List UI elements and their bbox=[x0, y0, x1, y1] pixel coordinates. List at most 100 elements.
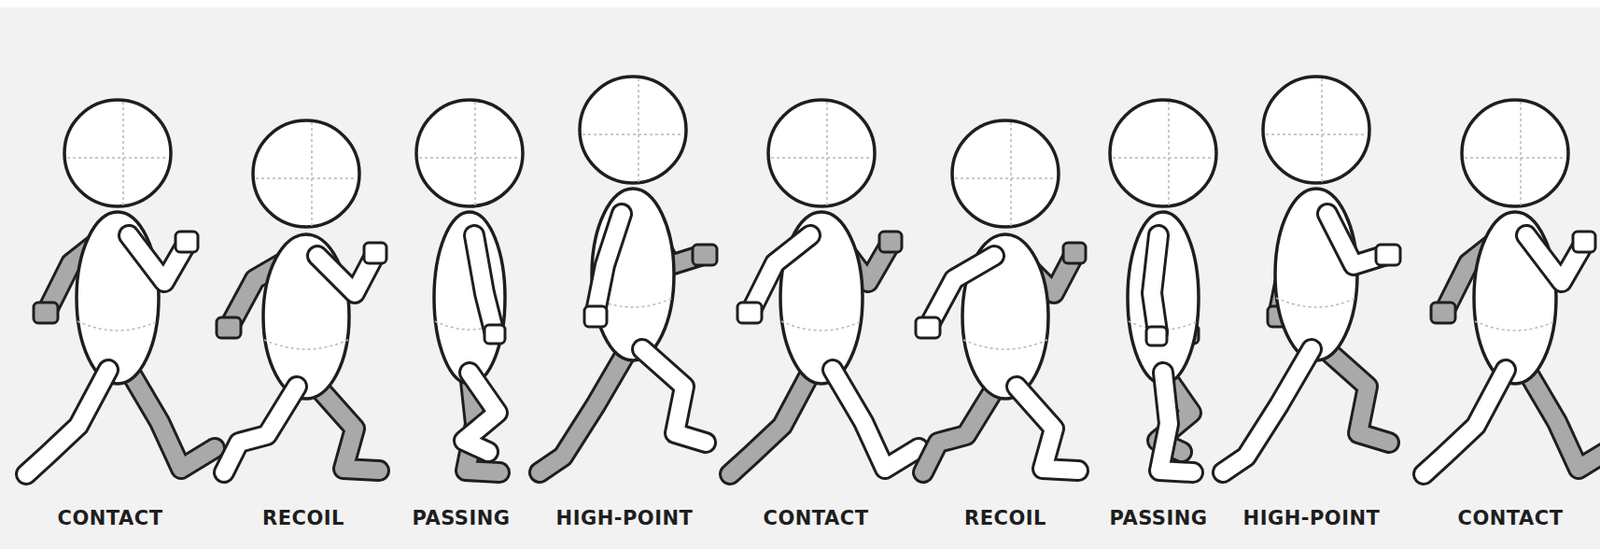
phase-label: CONTACT bbox=[21, 506, 199, 530]
walk-figure-part bbox=[224, 386, 297, 473]
walk-figure-part bbox=[1325, 349, 1390, 443]
walk-figure-part bbox=[1473, 211, 1557, 384]
walk-figure-part bbox=[729, 369, 813, 475]
walk-figure-part bbox=[539, 349, 629, 473]
walk-figure bbox=[216, 120, 387, 473]
walk-figure-part bbox=[77, 321, 158, 331]
walk-figure-part bbox=[317, 386, 379, 471]
walk-figure bbox=[1222, 76, 1401, 473]
walk-figure-part bbox=[1222, 349, 1312, 473]
walk-figure bbox=[26, 99, 215, 475]
walk-figure-part bbox=[954, 122, 1056, 226]
walk-figure-part bbox=[1109, 99, 1217, 207]
walk-figure-part bbox=[364, 242, 387, 264]
walk-figure-part bbox=[1423, 369, 1506, 475]
walk-figure-part bbox=[771, 101, 872, 206]
walk-figure-part bbox=[419, 101, 520, 206]
walk-figure bbox=[1423, 99, 1600, 475]
walk-figure-part bbox=[1222, 349, 1312, 473]
walk-figure-part bbox=[1265, 78, 1367, 183]
walk-figure-part bbox=[1431, 302, 1456, 323]
walk-figure-part bbox=[963, 339, 1048, 350]
walk-figure-part bbox=[33, 302, 58, 323]
walk-figure-part bbox=[1159, 372, 1193, 473]
walk-figure-part bbox=[642, 349, 706, 443]
walk-figure-part bbox=[216, 317, 241, 338]
walk-figure-part bbox=[539, 349, 629, 473]
walk-figure-part bbox=[434, 211, 506, 384]
walk-figure-part bbox=[1461, 99, 1569, 207]
walk-figure bbox=[915, 120, 1086, 473]
walk-figure-part bbox=[642, 349, 706, 443]
backdrop bbox=[0, 7, 1600, 549]
walk-figure bbox=[729, 99, 919, 475]
walk-figure-part bbox=[1325, 349, 1390, 443]
walk-figure-part bbox=[750, 235, 811, 312]
walk-figure-part bbox=[264, 339, 349, 350]
walk-figure-part bbox=[128, 369, 215, 469]
walk-figure-part bbox=[1526, 369, 1600, 469]
walk-figure-part bbox=[1526, 369, 1600, 469]
walk-figure-part bbox=[1275, 188, 1358, 361]
walk-figure-part bbox=[26, 369, 109, 475]
walk-figure-part bbox=[1127, 211, 1199, 384]
walk-figure-part bbox=[1375, 244, 1401, 266]
walk-figure-part bbox=[928, 255, 995, 326]
walk-figure-part bbox=[1151, 235, 1159, 333]
walk-figure-part bbox=[474, 235, 494, 331]
walk-figure-part bbox=[1263, 76, 1370, 183]
walk-figure-part bbox=[1423, 369, 1506, 475]
walk-figure-part bbox=[1159, 372, 1193, 473]
walk-figure-part bbox=[584, 306, 607, 327]
phase-label: PASSING bbox=[372, 506, 550, 530]
walk-figure-part bbox=[832, 369, 919, 469]
walk-figure-part bbox=[474, 235, 494, 331]
walk-figure-part bbox=[595, 213, 622, 312]
walk-figure-part bbox=[1016, 386, 1079, 471]
walk-figure-part bbox=[1151, 235, 1159, 333]
walk-figure-part bbox=[67, 101, 169, 206]
walk-figure-part bbox=[1464, 101, 1566, 206]
phase-label: PASSING bbox=[1069, 506, 1248, 530]
walk-figure-part bbox=[595, 213, 622, 312]
walk-figure-part bbox=[952, 120, 1059, 227]
walk-figure-part bbox=[781, 321, 862, 331]
walk-figure-part bbox=[923, 386, 997, 473]
walk-figure-part bbox=[832, 369, 919, 469]
walk-figure-part bbox=[1016, 386, 1079, 471]
walk-figure bbox=[539, 76, 717, 473]
walk-figure-part bbox=[729, 369, 813, 475]
walk-figure-part bbox=[879, 231, 902, 253]
walk-figure-part bbox=[317, 386, 379, 471]
walk-figure-part bbox=[923, 386, 997, 473]
walk-figure-part bbox=[579, 76, 687, 183]
walk-figure-part bbox=[768, 99, 875, 207]
phase-label: CONTACT bbox=[727, 506, 905, 530]
walk-figure-part bbox=[64, 99, 171, 207]
walk-figure-part bbox=[1276, 297, 1357, 308]
walk-figure-part bbox=[175, 231, 198, 253]
walk-figure-part bbox=[255, 122, 357, 226]
walk-figure-part bbox=[737, 302, 762, 323]
walk-figure-part bbox=[750, 235, 811, 312]
walk-figure-part bbox=[1112, 101, 1214, 206]
walk-figure-part bbox=[928, 255, 995, 326]
walk-figure-part bbox=[1572, 231, 1596, 253]
walk-figure-part bbox=[252, 120, 360, 227]
phase-label: HIGH-POINT bbox=[1222, 506, 1401, 530]
phase-label: HIGH-POINT bbox=[535, 506, 714, 530]
walk-figure-part bbox=[1063, 242, 1086, 264]
walk-figure-part bbox=[1474, 321, 1556, 331]
phase-label: RECOIL bbox=[916, 506, 1095, 530]
walk-figure-part bbox=[76, 211, 159, 384]
walk-figure-part bbox=[591, 188, 674, 361]
walk-figure-part bbox=[26, 369, 109, 475]
walk-figure-part bbox=[463, 372, 498, 452]
walk-figure bbox=[1109, 99, 1217, 473]
walk-figure-part bbox=[1146, 326, 1167, 346]
walk-figure-part bbox=[484, 324, 506, 344]
phase-label: RECOIL bbox=[214, 506, 393, 530]
walk-figure-part bbox=[463, 372, 498, 452]
